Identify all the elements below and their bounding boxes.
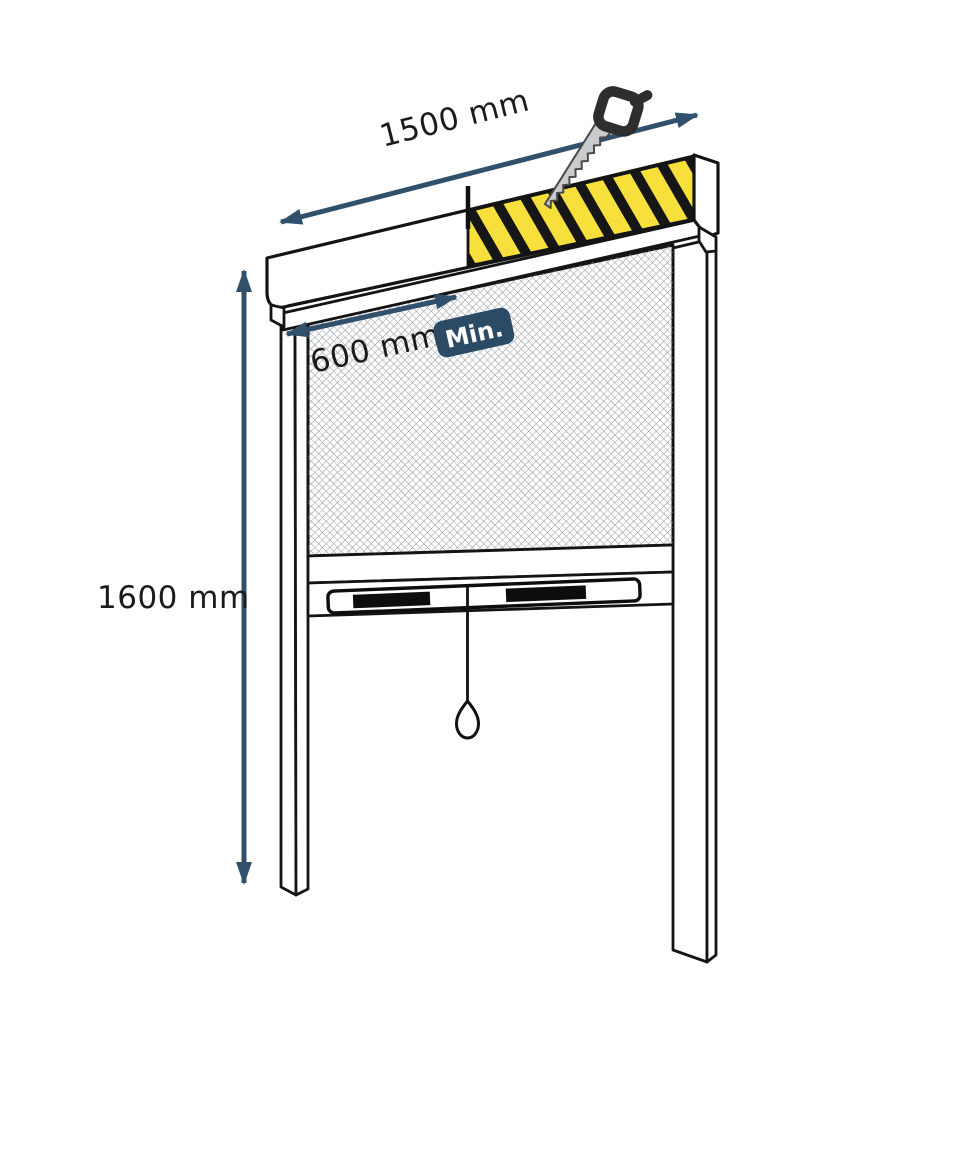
mesh-panel [306, 243, 675, 558]
flyscreen-illustration [265, 153, 720, 964]
dimension-height: 1600 mm [97, 268, 253, 886]
saw-icon [543, 86, 653, 210]
left-rail [279, 308, 310, 897]
pull-cord-icon [454, 586, 481, 740]
right-rail [671, 238, 718, 964]
saw-handle [593, 86, 653, 137]
grip-pad-right [505, 585, 587, 603]
cassette-end-cap [692, 153, 720, 254]
handle-grip-strip [326, 577, 642, 615]
saw-blade [543, 116, 616, 210]
width-dimension-label: 1500 mm [376, 82, 533, 154]
cord-ring [454, 698, 481, 740]
mounting-foot-left [269, 303, 286, 329]
grip-pad-left [352, 591, 431, 609]
min-badge: Min. [433, 307, 515, 358]
height-dimension-label: 1600 mm [97, 580, 250, 616]
